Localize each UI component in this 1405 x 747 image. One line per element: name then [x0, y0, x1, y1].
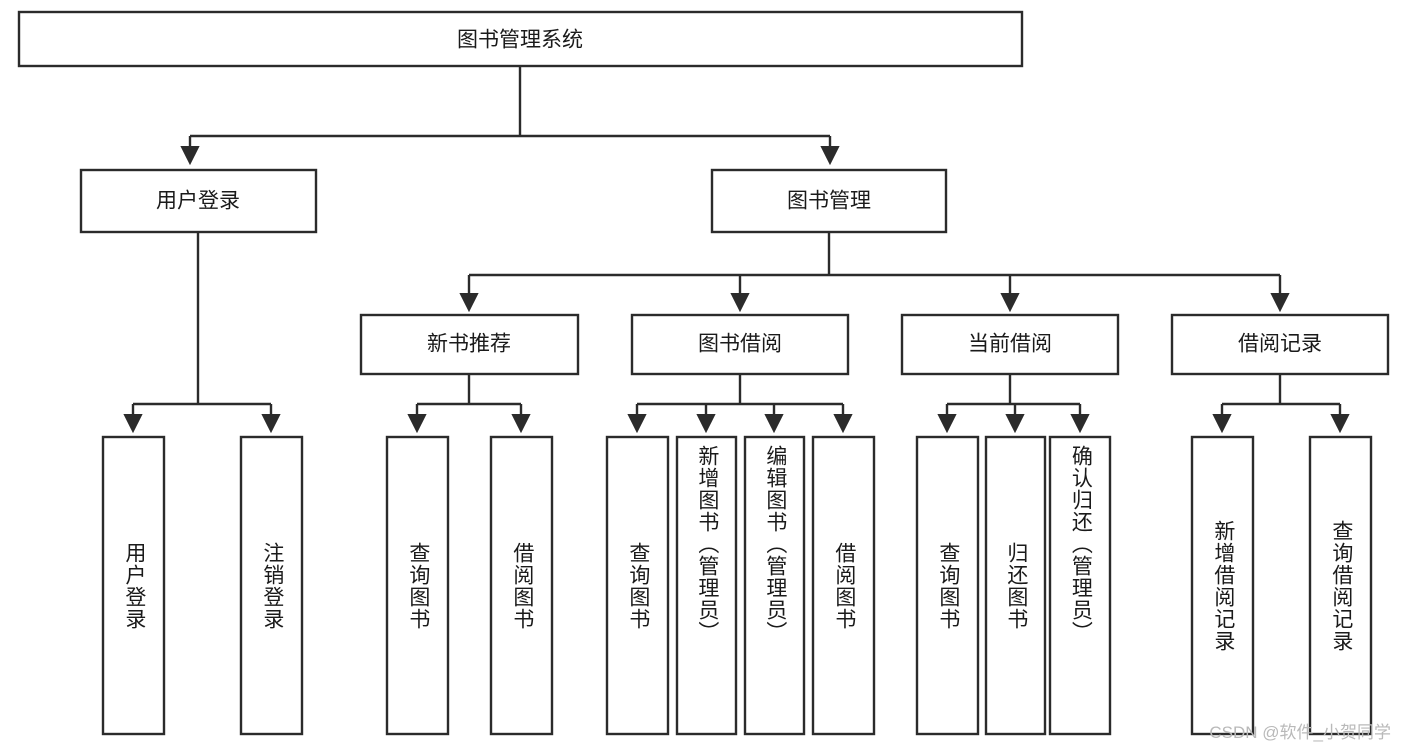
leaf-box-query-book-borrow[interactable]	[605, 435, 670, 736]
node-new-book-recommend-label: 新书推荐	[427, 333, 511, 356]
connector-bookmgmt-to-level3	[459, 232, 1290, 313]
node-current-borrow[interactable]: 当前借阅	[900, 313, 1120, 376]
leaf-box-logout[interactable]	[239, 435, 304, 736]
connector-currentborrow-to-leaves	[937, 374, 1090, 434]
node-book-borrow-label: 图书借阅	[698, 333, 782, 356]
node-borrow-record[interactable]: 借阅记录	[1170, 313, 1390, 376]
leaf-box-borrow-book-newbook[interactable]	[489, 435, 554, 736]
connector-userlogin-to-leaves	[123, 232, 281, 434]
leaf-box-query-book-newbook[interactable]	[385, 435, 450, 736]
leaf-box-edit-book-admin[interactable]	[743, 435, 806, 736]
node-book-borrow[interactable]: 图书借阅	[630, 313, 850, 376]
leaf-box-query-borrow-record[interactable]	[1308, 435, 1373, 736]
node-borrow-record-label: 借阅记录	[1238, 333, 1322, 356]
node-current-borrow-label: 当前借阅	[968, 333, 1052, 356]
leaf-box-borrow-book[interactable]	[811, 435, 876, 736]
csdn-watermark: CSDN @软件_小贺同学	[1209, 723, 1391, 742]
node-root[interactable]: 图书管理系统	[17, 10, 1024, 68]
leaf-box-user-login[interactable]	[101, 435, 166, 736]
connector-root-to-level2	[180, 66, 840, 166]
node-new-book-recommend[interactable]: 新书推荐	[359, 313, 580, 376]
node-root-label: 图书管理系统	[457, 29, 583, 52]
node-book-management-label: 图书管理	[787, 190, 871, 213]
node-user-login-label: 用户登录	[156, 190, 240, 213]
connector-bookborrow-to-leaves	[627, 374, 853, 434]
leaf-box-add-borrow-record[interactable]	[1190, 435, 1255, 736]
connector-newbook-to-leaves	[407, 374, 531, 434]
node-user-login[interactable]: 用户登录	[79, 168, 318, 234]
node-book-management[interactable]: 图书管理	[710, 168, 948, 234]
leaf-box-query-book-current[interactable]	[915, 435, 980, 736]
leaf-box-return-book[interactable]	[984, 435, 1047, 736]
leaf-box-add-book-admin[interactable]	[675, 435, 738, 736]
leaf-box-confirm-return-admin[interactable]	[1048, 435, 1112, 736]
connector-borrowrecord-to-leaves	[1212, 374, 1350, 434]
